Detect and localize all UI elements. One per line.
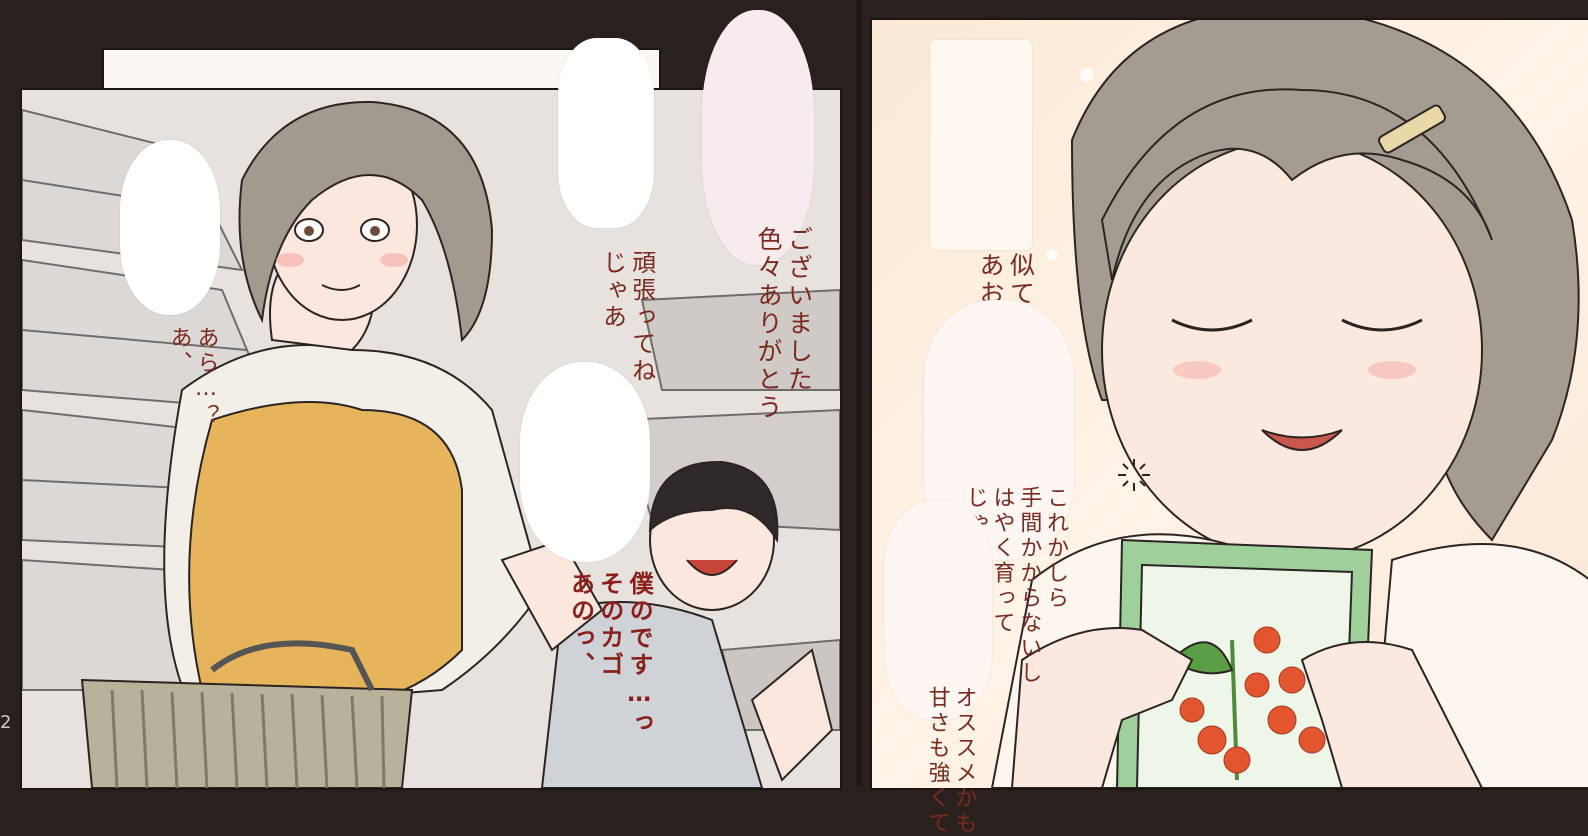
- speech-bubble-7: [884, 500, 992, 720]
- shopping-basket-illustration: [80, 640, 414, 788]
- dialogue-line: これかしら: [1043, 486, 1069, 611]
- supermarket-scene-art: [22, 100, 840, 788]
- right-page: 似てるかも あおいに これかしら 手間かからないし はやく育って じゃあ最初は …: [862, 0, 1588, 836]
- dialogue-line: 僕のです…っ: [625, 571, 654, 737]
- dialogue-text-4: 僕のです…っ そのカゴ あのっ、: [536, 385, 682, 737]
- tomato-seed-packet-illustration: [1115, 538, 1374, 788]
- dialogue-text-2: 頑張ってね じゃあ: [568, 64, 685, 385]
- dialogue-line: じゃあ: [598, 250, 627, 331]
- speech-bubble-1: [120, 140, 220, 315]
- sparkle-burst-icon: [1118, 459, 1150, 491]
- dialogue-line: 手間かからないし: [1016, 486, 1042, 686]
- boy-figure-illustration: [500, 460, 834, 788]
- dialogue-line: そのカゴ: [595, 571, 624, 679]
- dialogue-line: 甘さも強くて: [924, 686, 950, 836]
- hands-illustration: [1010, 627, 1484, 788]
- dialogue-line: あ、: [166, 326, 192, 376]
- dialogue-line: あら…？: [193, 326, 219, 429]
- dialogue-line: はやく育って: [989, 486, 1015, 636]
- woman-closeup-art: [987, 20, 1588, 788]
- dialogue-text-7: オススメかも 甘さも強くて: [896, 518, 1003, 836]
- speech-bubble-2: [558, 38, 654, 228]
- dialogue-line: 頑張ってね: [627, 250, 656, 385]
- page-number: 2: [0, 712, 12, 733]
- speech-bubble-4: [520, 362, 650, 562]
- dialogue-line: ございました: [784, 226, 814, 394]
- speech-bubble-3: [702, 10, 814, 265]
- dialogue-line: オススメかも: [951, 686, 977, 836]
- dialogue-line: あのっ、: [566, 571, 595, 679]
- page-gutter: [856, 0, 864, 786]
- caption-box-1: [930, 40, 1032, 250]
- left-page: あら…？ あ、 頑張ってね じゃあ ございました 色々ありがとう 僕のです…っ …: [0, 10, 844, 790]
- dialogue-line: 色々ありがとう: [754, 226, 783, 422]
- woman-figure-illustration: [163, 100, 544, 712]
- dialogue-text-1: あら…？ あ、: [138, 158, 245, 429]
- dialogue-text-3: ございました 色々ありがとう: [722, 34, 844, 422]
